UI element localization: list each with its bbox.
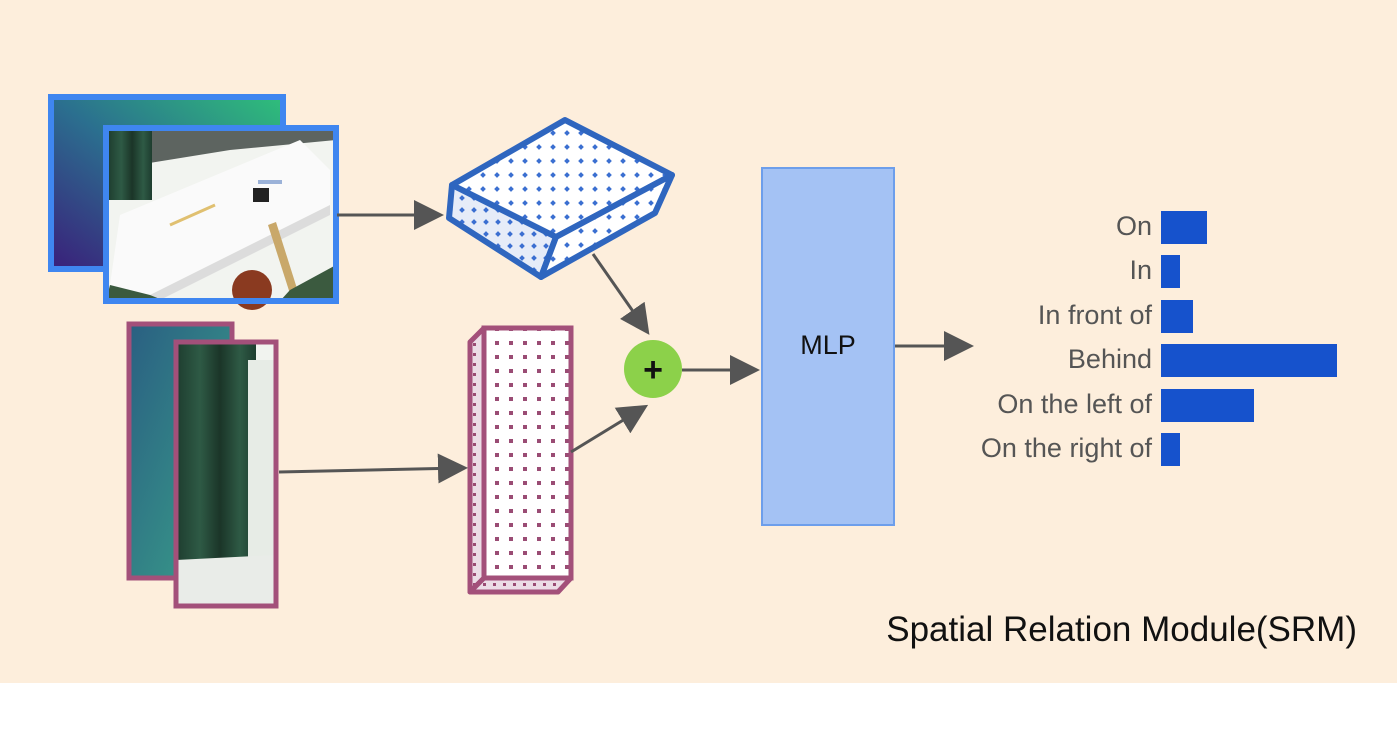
relation-label: On the right of <box>980 433 1152 463</box>
relation-label: Behind <box>1067 344 1152 374</box>
relation-label: On <box>1115 211 1152 241</box>
relation-bar <box>1161 300 1193 333</box>
global-feature-block <box>446 117 675 280</box>
mlp-block <box>761 167 895 526</box>
relation-bar <box>1161 433 1180 466</box>
relation-bar <box>1161 211 1207 244</box>
global-image-front <box>103 125 339 310</box>
global-image-stack <box>48 94 339 310</box>
relation-label: On the left of <box>997 389 1152 419</box>
arrow-global-feature-to-sum <box>591 253 650 335</box>
object-feature-block <box>467 325 574 595</box>
object-image-front <box>173 339 279 609</box>
relation-bar <box>1161 344 1337 377</box>
object-image-stack <box>126 321 279 609</box>
plus-symbol: + <box>643 351 663 389</box>
mlp-label: MLP <box>800 330 856 360</box>
relation-label: In <box>1129 255 1152 285</box>
relation-label: In front of <box>1037 300 1152 330</box>
arrow-object-to-feature <box>278 453 468 484</box>
relation-bar <box>1161 389 1254 422</box>
connection-arrows <box>278 200 974 484</box>
module-title: Spatial Relation Module(SRM) <box>886 610 1357 649</box>
sum-node: + <box>624 340 682 398</box>
arrow-object-feature-to-sum <box>570 404 649 454</box>
relation-bar <box>1161 255 1180 288</box>
